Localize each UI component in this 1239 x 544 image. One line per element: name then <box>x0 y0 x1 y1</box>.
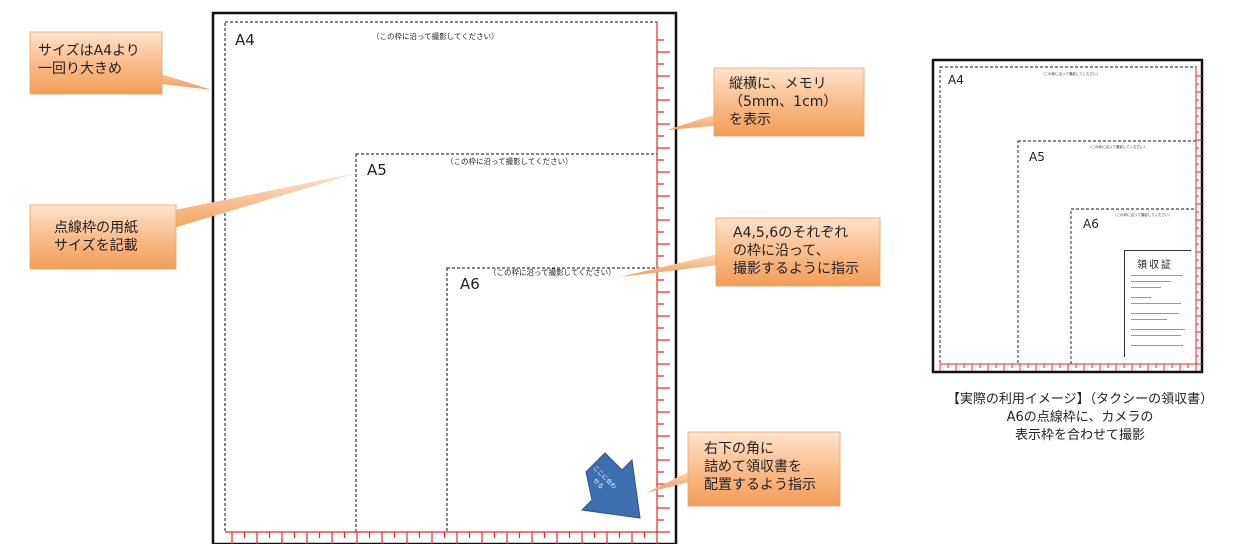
sample-a4-label: A4 <box>948 73 964 87</box>
receipt-line <box>1131 287 1161 288</box>
receipt-title: 領収証 <box>1137 256 1173 271</box>
sample-a6-note: （この枠に沿って撮影してください） <box>1113 213 1172 218</box>
receipt-line <box>1131 303 1181 304</box>
receipt-line <box>1131 329 1185 330</box>
caption-line-1: 【実際の利用イメージ】（タクシーの領収書） <box>930 391 1230 409</box>
caption-line-2: A6の点線枠に、カメラの <box>930 409 1230 427</box>
receipt-line <box>1131 335 1181 336</box>
receipt-line <box>1131 313 1179 314</box>
a4-label: A4 <box>235 31 255 49</box>
sample-a4-note: （この枠に沿って撮影してください） <box>1041 72 1100 77</box>
taxi-receipt-image: 領収証 <box>1124 250 1191 357</box>
a5-note: （この枠に沿って撮影してください） <box>446 156 573 167</box>
caption-line-3: 表示枠を合わせて撮影 <box>930 427 1230 445</box>
sample-caption: 【実際の利用イメージ】（タクシーの領収書） A6の点線枠に、カメラの 表示枠を合… <box>930 391 1230 445</box>
callout-frames: A4,5,6のそれぞれ の枠に沿って、 撮影するように指示 <box>733 224 859 278</box>
callout-size: サイズはA4より 一回り大きめ <box>38 42 140 78</box>
a6-label: A6 <box>460 275 480 293</box>
receipt-line <box>1131 297 1151 298</box>
callout-paper-size: 点線枠の用紙 サイズを記載 <box>54 219 138 255</box>
callout-ruler: 縦横に、メモリ （5mm、1cm） を表示 <box>729 75 837 129</box>
receipt-line <box>1131 281 1171 282</box>
sample-a5-label: A5 <box>1029 150 1045 164</box>
receipt-line <box>1131 345 1183 346</box>
callout-corner: 右下の角に 詰めて領収書を 配置するよう指示 <box>704 440 816 494</box>
sample-a6-label: A6 <box>1083 217 1099 231</box>
a4-note: （この枠に沿って撮影してください） <box>372 31 499 42</box>
a6-note: （この枠に沿って撮影してください） <box>489 267 616 278</box>
a5-label: A5 <box>367 161 387 179</box>
sample-a5-note: （この枠に沿って撮影してください） <box>1088 145 1147 150</box>
receipt-line <box>1131 319 1167 320</box>
receipt-line <box>1131 275 1183 276</box>
